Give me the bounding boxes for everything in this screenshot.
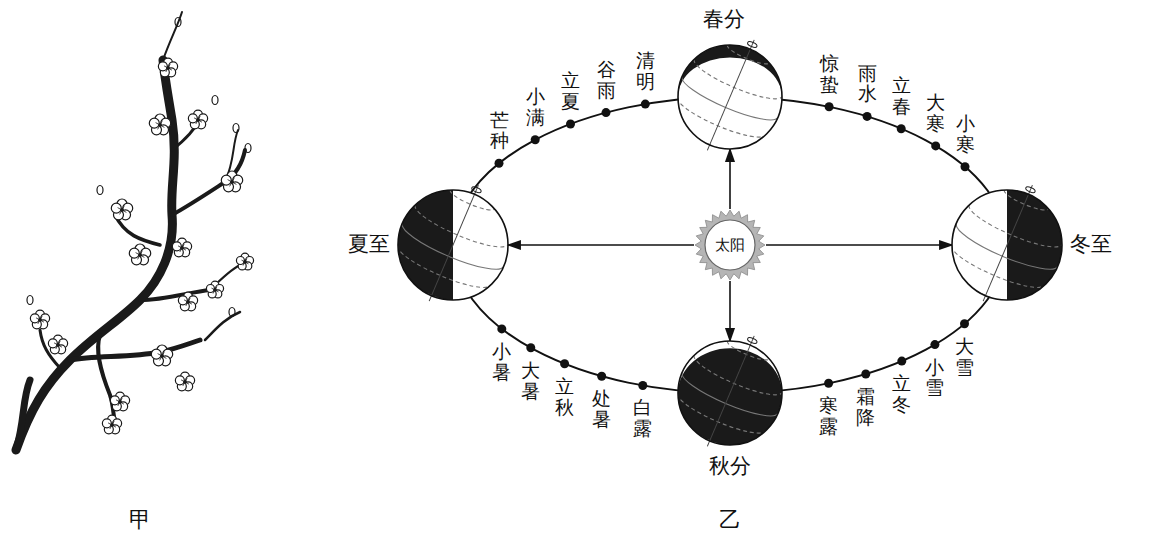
solar-term-label: 谷雨 bbox=[597, 59, 616, 101]
term-dot bbox=[638, 381, 647, 390]
globe-icon bbox=[376, 168, 530, 322]
solar-term-label: 小满 bbox=[526, 86, 545, 128]
blossom bbox=[158, 58, 177, 77]
earth-globe: 冬至 bbox=[952, 190, 1112, 300]
earth-globe: 夏至 bbox=[348, 190, 508, 300]
globe-icon bbox=[656, 319, 804, 467]
term-dot bbox=[961, 162, 970, 171]
blossom bbox=[102, 415, 121, 434]
term-dot bbox=[641, 100, 650, 109]
solar-term-label: 大雪 bbox=[955, 336, 974, 378]
earth-globe: 春分 bbox=[678, 8, 782, 149]
blossoms bbox=[27, 18, 254, 434]
globe-icon bbox=[656, 23, 804, 171]
solar-term-label: 白露 bbox=[633, 397, 652, 439]
sunlight-arrow bbox=[766, 244, 952, 246]
solar-term-label: 小雪 bbox=[925, 357, 944, 399]
blossom bbox=[236, 253, 253, 270]
solar-term-label: 春分 bbox=[703, 8, 745, 31]
blossom bbox=[111, 199, 132, 220]
solar-term-label: 立秋 bbox=[555, 376, 574, 418]
term-dot bbox=[497, 324, 506, 333]
solar-term-label: 处暑 bbox=[592, 388, 611, 430]
term-dot bbox=[960, 319, 969, 328]
solar-term-label: 清明 bbox=[636, 50, 655, 92]
globe-icon bbox=[930, 168, 1084, 322]
solar-term-label: 小暑 bbox=[492, 341, 511, 383]
bud bbox=[212, 96, 218, 105]
solar-term-label: 芒种 bbox=[490, 110, 509, 152]
solar-term-label: 霜降 bbox=[856, 386, 875, 428]
blossom bbox=[175, 372, 194, 391]
earth-globe: 秋分 bbox=[678, 341, 782, 478]
blossom bbox=[151, 345, 172, 366]
solar-term-label: 立冬 bbox=[892, 373, 911, 415]
sunlight-arrow bbox=[729, 281, 731, 341]
plum-branch bbox=[16, 12, 245, 450]
solar-term-label: 小寒 bbox=[956, 113, 975, 155]
bud bbox=[175, 18, 181, 27]
bud bbox=[233, 124, 239, 133]
solar-term-label: 冬至 bbox=[1070, 233, 1112, 256]
solar-term-label: 立夏 bbox=[561, 70, 580, 112]
term-dot bbox=[897, 357, 906, 366]
bud bbox=[97, 186, 103, 195]
figure-label: 乙 bbox=[719, 508, 741, 532]
solar-term-label: 大寒 bbox=[926, 92, 945, 134]
solar-term-label: 秋分 bbox=[709, 455, 751, 478]
term-dot bbox=[930, 340, 939, 349]
sun-label: 太阳 bbox=[715, 237, 745, 254]
term-dot bbox=[825, 102, 834, 111]
term-dot bbox=[897, 124, 906, 133]
term-dot bbox=[931, 141, 940, 150]
blossom bbox=[178, 292, 197, 311]
blossom bbox=[172, 238, 191, 257]
solar-term-label: 夏至 bbox=[348, 233, 390, 256]
bud bbox=[229, 308, 235, 317]
solar-term-label: 立春 bbox=[892, 75, 911, 117]
term-dot bbox=[824, 379, 833, 388]
term-dot bbox=[495, 159, 504, 168]
solar-term-label: 寒露 bbox=[819, 395, 838, 437]
blossom bbox=[110, 392, 129, 411]
solar-term-label: 大暑 bbox=[521, 360, 540, 402]
blossom bbox=[206, 281, 223, 298]
blossom bbox=[48, 335, 67, 354]
bud bbox=[245, 144, 251, 153]
figure-label: 甲 bbox=[129, 508, 151, 532]
term-dot bbox=[597, 372, 606, 381]
blossom bbox=[129, 244, 150, 265]
sunlight-arrow bbox=[729, 149, 731, 209]
blossom bbox=[30, 310, 49, 329]
term-dot bbox=[863, 112, 872, 121]
blossom bbox=[149, 114, 170, 135]
sun-circle: 太阳 bbox=[694, 209, 766, 281]
term-dot bbox=[560, 359, 569, 368]
term-dot bbox=[531, 135, 540, 144]
blossom bbox=[221, 171, 242, 192]
solar-term-label: 雨水 bbox=[858, 63, 877, 105]
term-dot bbox=[566, 120, 575, 129]
solar-term-label: 惊蛰 bbox=[820, 53, 839, 95]
sunlight-arrow bbox=[508, 244, 694, 246]
term-dot bbox=[861, 370, 870, 379]
bud bbox=[27, 296, 33, 305]
term-dot bbox=[526, 343, 535, 352]
blossom bbox=[188, 110, 207, 129]
term-dot bbox=[602, 108, 611, 117]
